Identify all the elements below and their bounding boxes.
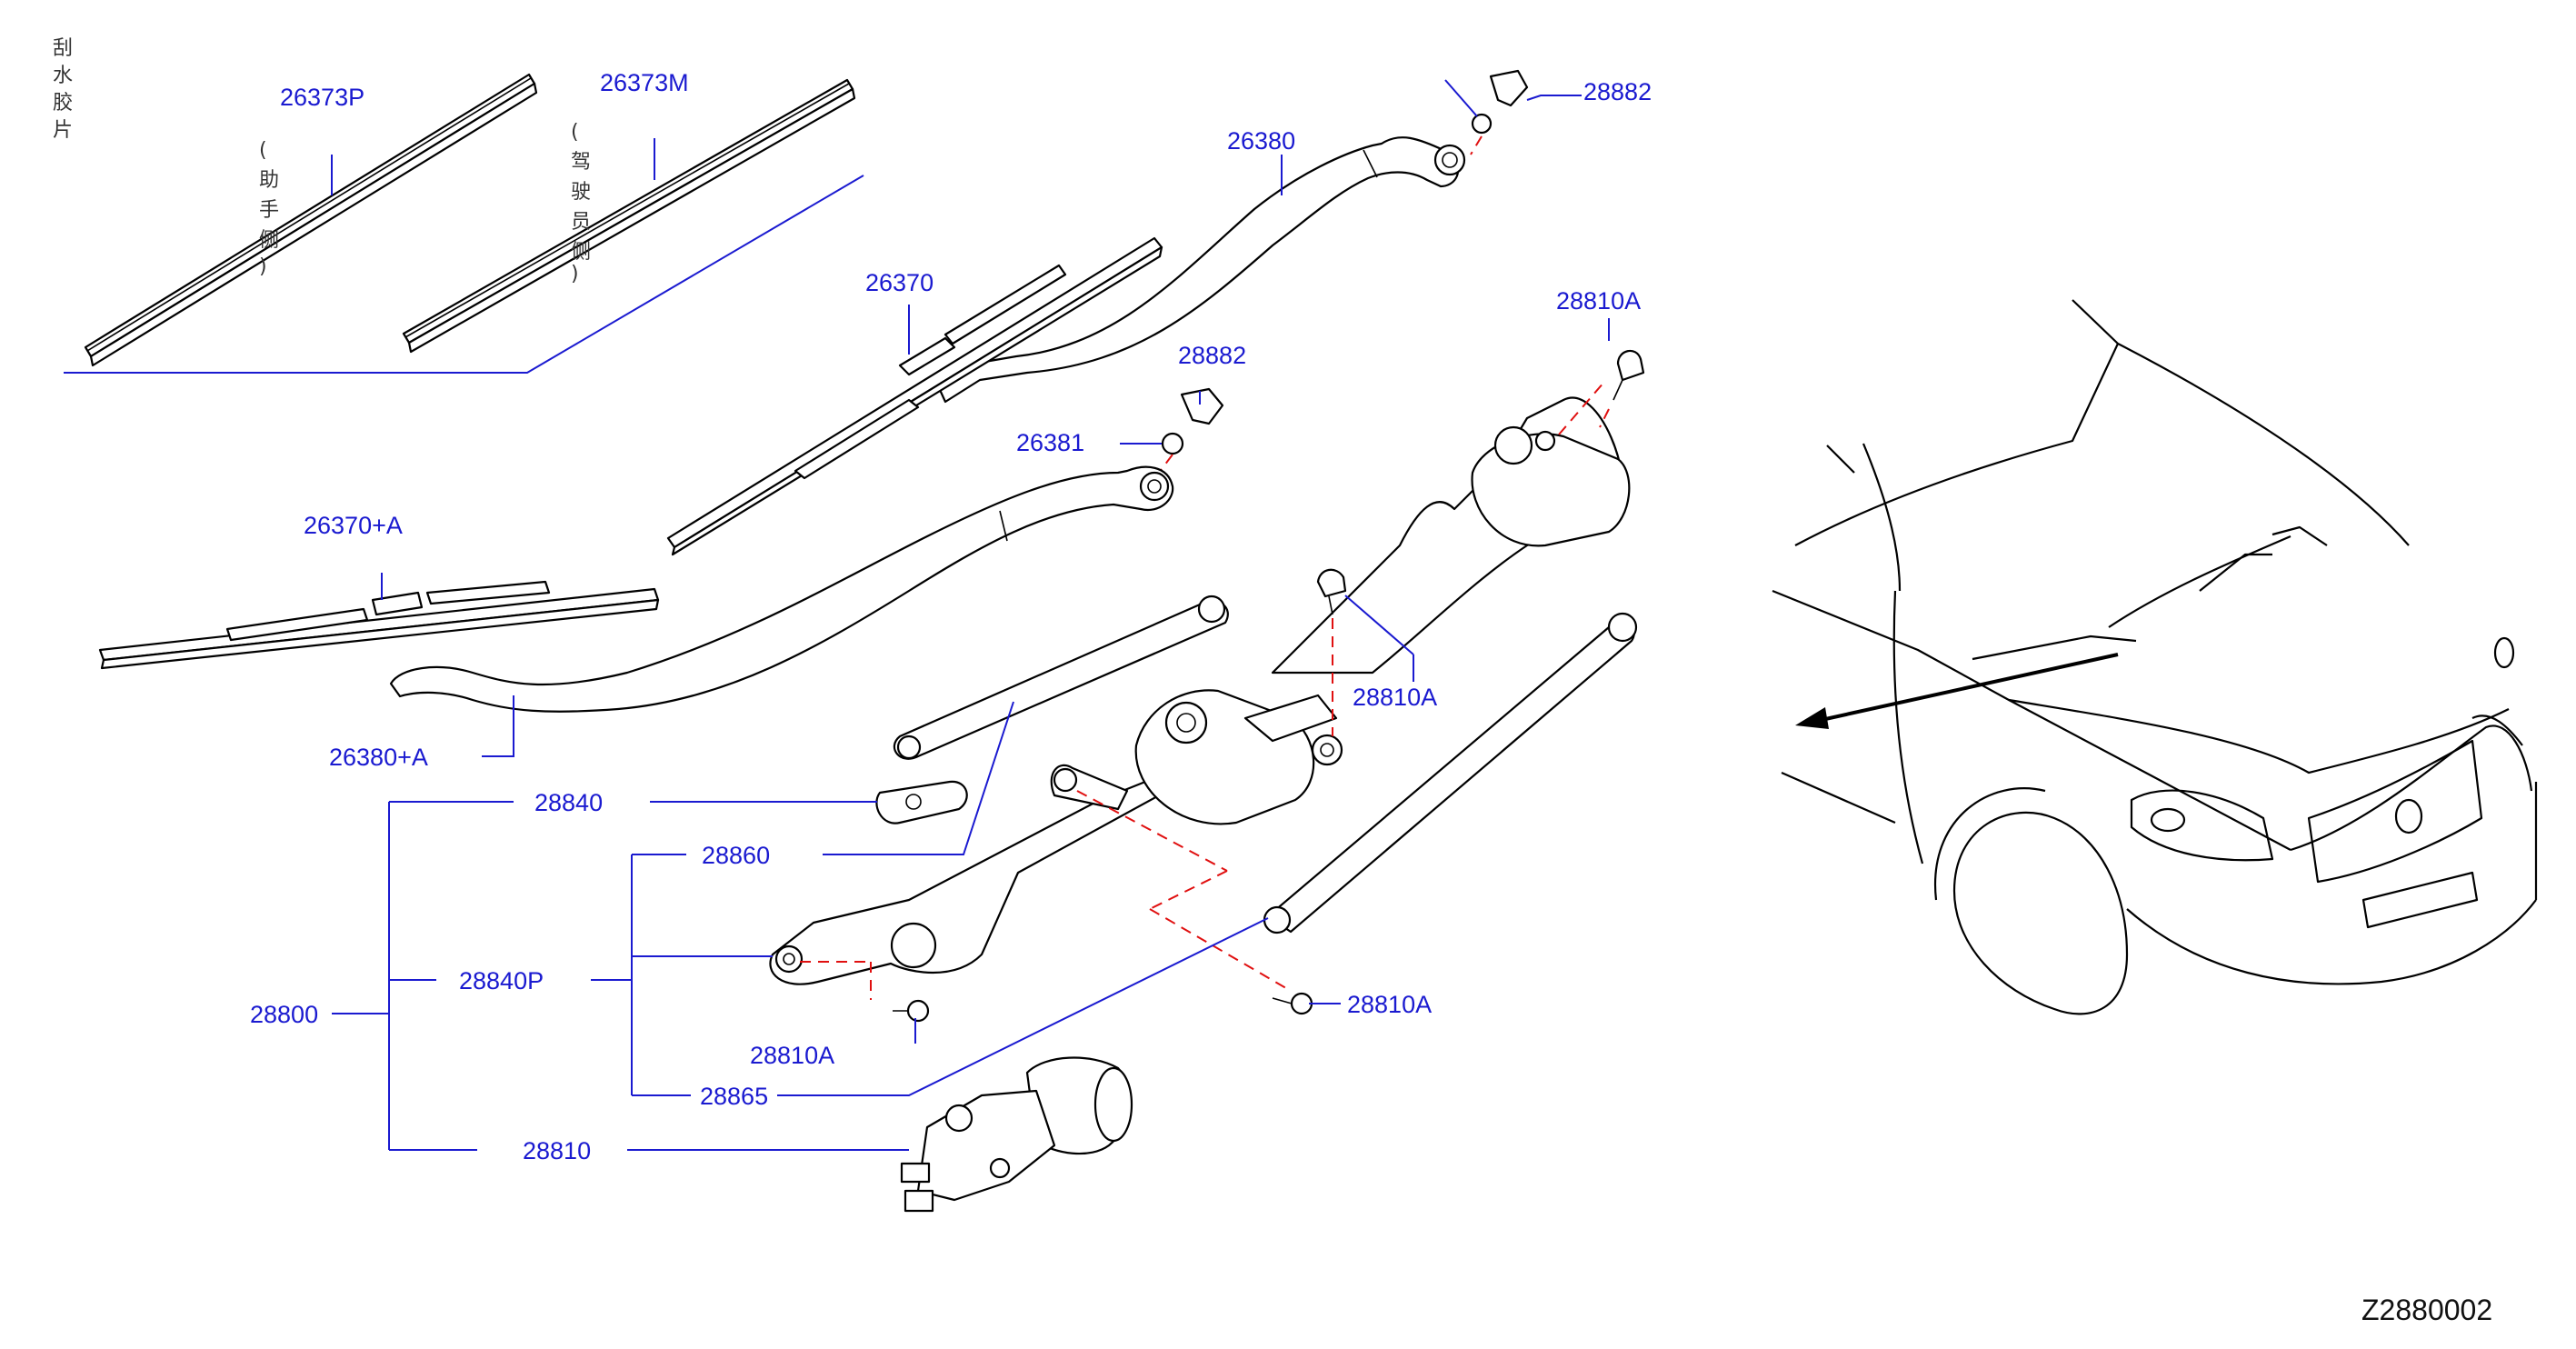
bracket-28840[interactable] [875,780,968,824]
driver-char-3: 驶 [571,181,591,204]
wiper-arm-26380[interactable] [934,136,1466,404]
caption-char-1: 刮 [53,37,73,60]
motor-crank-assembly[interactable] [1134,689,1343,825]
refill-group-bracket [64,175,864,374]
bolt-28810A-right[interactable] [1272,992,1313,1015]
label-28840P[interactable]: 28840P [459,967,544,994]
wiper-arm-26380A[interactable] [389,465,1174,713]
label-26373M[interactable]: 26373M [600,69,689,96]
label-28882-mid[interactable]: 28882 [1178,342,1246,369]
driver-char-6: ) [571,263,579,285]
label-28810A-top[interactable]: 28810A [1556,287,1641,315]
label-28810A-low[interactable]: 28810A [750,1042,834,1069]
label-26380A[interactable]: 26380+A [329,744,428,771]
label-26381[interactable]: 26381 [1016,429,1084,456]
assistant-char-2: 助 [259,169,279,192]
linkage-frame-28840P[interactable] [769,381,1631,985]
label-26370[interactable]: 26370 [865,269,934,296]
wiper-motor-28810[interactable] [900,1056,1133,1213]
car-locator-illustration [1772,299,2538,1015]
part-number-labels: 26373P 26373M 26380 28882 26370 28882 28… [250,69,1652,1164]
driver-char-5: 侧 [571,241,591,264]
wiper-blade-26370[interactable] [666,236,1163,556]
pivot-cap-28882-mid[interactable] [1180,387,1224,425]
rubber-refill-caption: 刮 水 胶 片 [53,37,73,142]
assistant-side-note: ( 助 手 侧 ) [259,139,279,278]
bolt-28810A-mid[interactable] [1316,568,1347,736]
caption-char-2: 水 [53,65,73,87]
label-26373P[interactable]: 26373P [280,84,364,111]
label-28800[interactable]: 28800 [250,1001,318,1028]
driver-char-1: ( [571,121,579,144]
refill-26373M[interactable] [402,78,856,354]
label-26380[interactable]: 26380 [1227,127,1295,155]
wiper-blade-26370A[interactable] [98,580,660,670]
label-28840[interactable]: 28840 [534,789,603,816]
bolt-28810A-low[interactable] [800,961,930,1023]
caption-char-4: 片 [53,119,73,142]
assistant-char-5: ) [259,255,267,278]
assistant-char-3: 手 [259,199,279,222]
pivot-cap-28882-top[interactable] [1470,69,1529,155]
label-28810A-right[interactable]: 28810A [1347,991,1432,1018]
linkage-left-arm[interactable] [1050,764,1292,992]
label-28860[interactable]: 28860 [702,842,770,869]
caption-char-3: 胶 [53,92,73,115]
link-rod-28865[interactable] [1263,612,1638,934]
assistant-char-1: ( [259,139,267,162]
driver-side-note: ( 驾 驶 员 侧 ) [571,121,591,285]
label-28865[interactable]: 28865 [700,1083,768,1110]
label-28882-top[interactable]: 28882 [1583,78,1652,105]
diagram-code: Z2880002 [2361,1294,2492,1326]
driver-char-4: 员 [571,211,591,234]
driver-char-2: 驾 [571,151,591,174]
bolt-28810A-top[interactable] [1599,349,1645,428]
assistant-char-4: 侧 [259,229,279,252]
label-28810A-mid[interactable]: 28810A [1353,684,1437,711]
leader-lines [331,79,1610,1151]
refill-26373P[interactable] [84,73,538,367]
label-26370A[interactable]: 26370+A [304,512,403,539]
link-rod-28860[interactable] [893,595,1229,760]
nut-26381[interactable] [1158,432,1184,474]
label-28810[interactable]: 28810 [523,1137,591,1164]
